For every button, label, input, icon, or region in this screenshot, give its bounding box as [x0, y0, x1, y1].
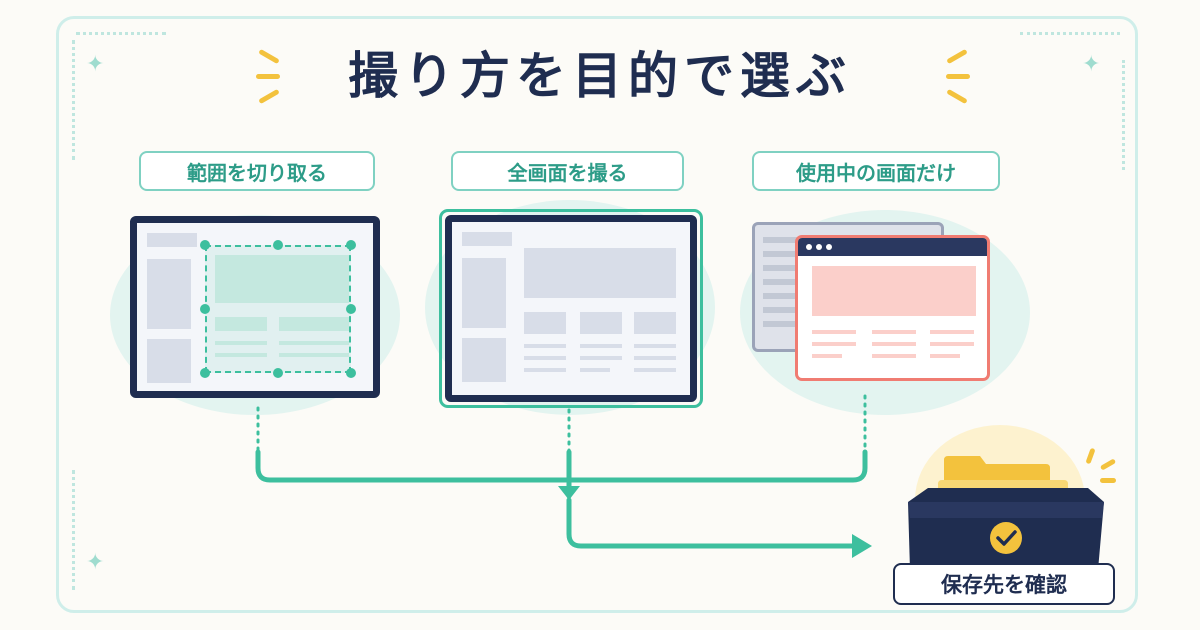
- selection-handle: [200, 304, 210, 314]
- mock-line: [930, 342, 974, 346]
- mock-header: [462, 232, 512, 246]
- mock-card: [634, 312, 676, 334]
- mock-line: [580, 356, 622, 360]
- decor-dots-top-right: [1020, 32, 1120, 35]
- selection-handle: [273, 240, 283, 250]
- mock-line: [279, 353, 349, 357]
- selection-handle: [346, 304, 356, 314]
- mock-sidebar: [462, 258, 506, 328]
- mock-line: [872, 330, 916, 334]
- mock-sidebar: [147, 259, 191, 329]
- arrow-icon: [558, 486, 580, 500]
- mock-line: [763, 279, 797, 285]
- tray-burst: [1080, 447, 1120, 488]
- region-capture-illustration: [130, 216, 380, 398]
- mock-line: [763, 307, 797, 313]
- sparkle-icon: ✦: [86, 550, 105, 575]
- fullscreen-highlight: [439, 209, 703, 408]
- mock-line: [215, 353, 267, 357]
- mock-line: [763, 237, 797, 243]
- mock-line: [812, 354, 842, 358]
- mock-line: [763, 251, 797, 257]
- mode-label-region: 範囲を切り取る: [139, 151, 375, 191]
- mode-label-fullscreen: 全画面を撮る: [451, 151, 684, 191]
- sparkle-icon: ✦: [86, 52, 105, 77]
- mock-line: [763, 265, 797, 271]
- mock-card: [524, 312, 566, 334]
- save-tray-illustration: [908, 456, 1104, 574]
- mock-line: [872, 354, 916, 358]
- decor-dots-left-bottom: [72, 470, 75, 590]
- decor-dots-right-top: [1122, 60, 1125, 170]
- mock-line: [763, 293, 797, 299]
- mock-card: [215, 317, 267, 331]
- title-burst-left: [252, 46, 312, 106]
- mock-sidebar: [147, 339, 191, 383]
- decor-dots-left-top: [72, 40, 75, 160]
- mock-sidebar: [462, 338, 506, 382]
- window-dot: [806, 244, 812, 250]
- mock-line: [763, 321, 797, 327]
- output-line: [566, 497, 855, 549]
- active-window-illustration: [795, 235, 990, 381]
- title-burst-right: [930, 46, 990, 106]
- fullscreen-capture-illustration: [445, 215, 697, 402]
- window-titlebar: [798, 238, 987, 256]
- window-dot: [826, 244, 832, 250]
- mock-line: [812, 342, 856, 346]
- save-destination-label: 保存先を確認: [893, 563, 1115, 605]
- selection-handle: [346, 368, 356, 378]
- mock-line: [930, 354, 960, 358]
- selection-handle: [346, 240, 356, 250]
- outer-frame: [56, 16, 1138, 613]
- selection-handle: [200, 368, 210, 378]
- mock-card: [279, 317, 349, 331]
- page-title: 撮り方を目的で選ぶ: [348, 47, 852, 105]
- mode-label-window: 使用中の画面だけ: [752, 151, 1000, 191]
- sparkle-icon: ✦: [1082, 52, 1101, 77]
- mock-line: [580, 344, 622, 348]
- merge-line: [255, 449, 868, 483]
- mock-banner: [524, 248, 676, 298]
- decor-dots-top-left: [76, 32, 166, 35]
- mock-line: [812, 330, 856, 334]
- mock-header: [147, 233, 197, 247]
- mock-line: [279, 341, 349, 345]
- mock-line: [524, 368, 566, 372]
- mock-line: [215, 341, 267, 345]
- mock-line: [524, 344, 566, 348]
- mock-line: [930, 330, 974, 334]
- mock-line: [634, 368, 676, 372]
- mock-line: [580, 368, 610, 372]
- selection-handle: [200, 240, 210, 250]
- mock-banner: [812, 266, 976, 316]
- arrow-icon: [852, 534, 872, 558]
- mock-card: [580, 312, 622, 334]
- checkmark-icon: [990, 522, 1022, 554]
- mock-banner: [215, 255, 349, 303]
- mock-line: [872, 342, 916, 346]
- selection-handle: [273, 368, 283, 378]
- mock-line: [524, 356, 566, 360]
- window-dot: [816, 244, 822, 250]
- mock-line: [634, 344, 676, 348]
- mock-line: [634, 356, 676, 360]
